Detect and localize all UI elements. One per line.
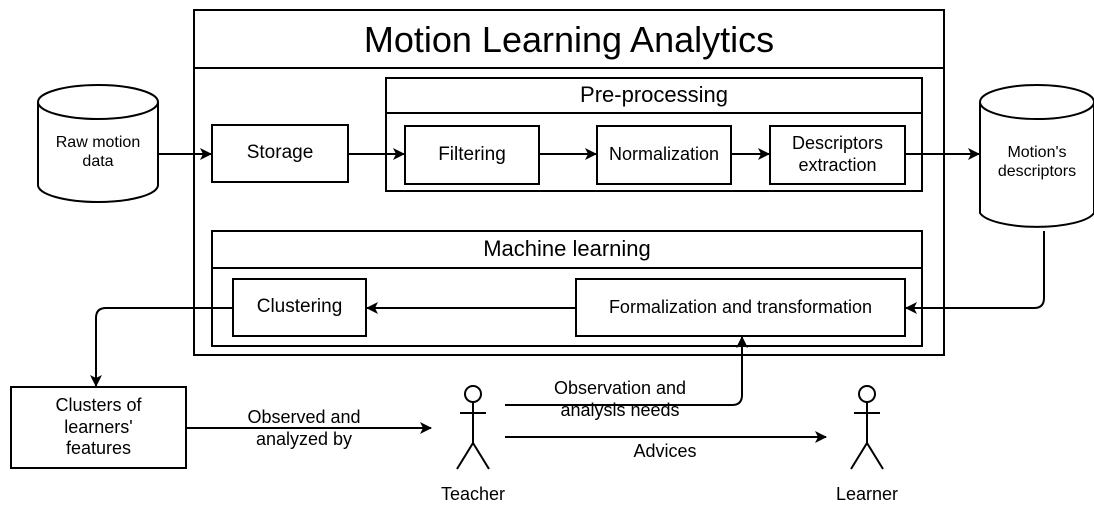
- learner-label: Learner: [835, 484, 899, 505]
- formalization-label: Formalization and transformation: [608, 296, 873, 317]
- filtering-label: Filtering: [438, 143, 506, 165]
- descriptors-extraction-label: Descriptors extraction: [791, 133, 884, 175]
- ml-title: Machine learning: [483, 236, 651, 262]
- descriptors-extraction-box: [769, 125, 906, 185]
- observed-label: Observed and analyzed by: [247, 407, 361, 449]
- clustering-box: [232, 278, 367, 337]
- learner-figure: [850, 385, 884, 470]
- arrow-clustering-to-clusters: [90, 307, 233, 387]
- preprocessing-title: Pre-processing: [580, 82, 728, 108]
- storage-label: Storage: [246, 142, 314, 164]
- clusters-label: Clusters of learners' features: [55, 395, 142, 459]
- normalization-box: [596, 125, 732, 185]
- diagram-title: Motion Learning Analytics: [363, 19, 775, 61]
- needs-label: Observation and analysis needs: [553, 378, 687, 420]
- clustering-label: Clustering: [256, 296, 343, 318]
- teacher-label: Teacher: [440, 484, 506, 505]
- clusters-box: [10, 386, 187, 469]
- normalization-label: Normalization: [608, 144, 720, 165]
- arrow-descriptors-to-formalization: [905, 231, 1045, 314]
- descriptors-db-label: Motion's descriptors: [997, 143, 1077, 180]
- storage-box: [211, 124, 349, 183]
- advices-label: Advices: [633, 441, 697, 462]
- raw-data-cylinder: [37, 84, 159, 203]
- raw-data-label: Raw motion data: [55, 133, 141, 170]
- teacher-figure: [456, 385, 490, 470]
- descriptors-cylinder: [979, 84, 1094, 228]
- filtering-box: [404, 125, 540, 185]
- arrow-teacher-to-formalization: [505, 336, 748, 406]
